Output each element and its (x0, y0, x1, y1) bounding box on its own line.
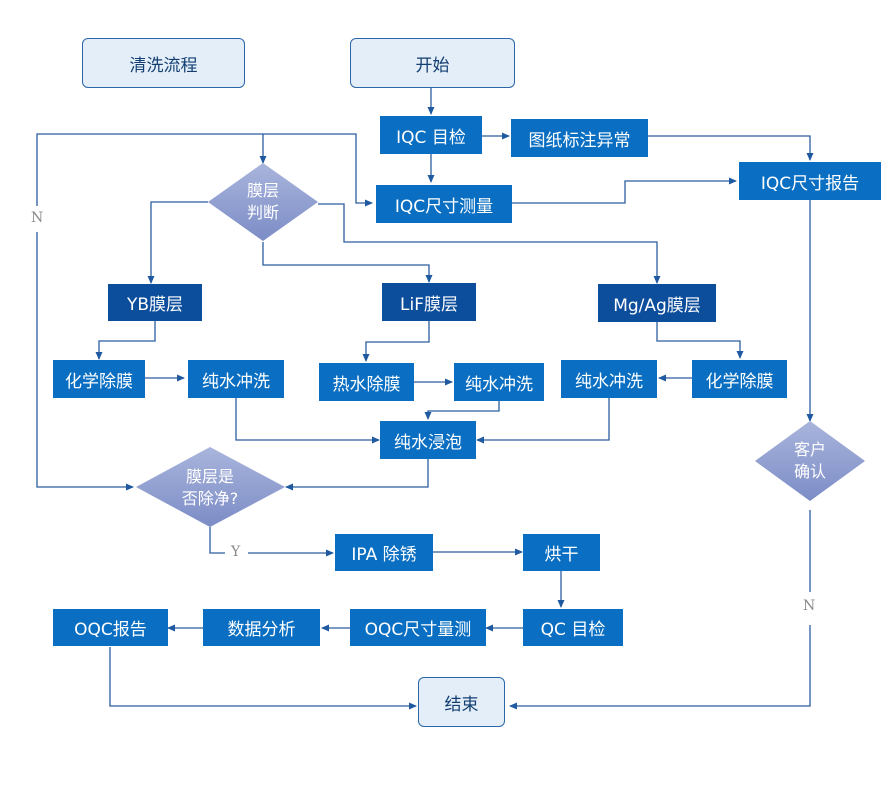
data-analysis[interactable]: 数据分析 (203, 609, 320, 646)
decision-customer-confirm[interactable] (755, 421, 865, 501)
customer-confirm-label: 客户 确认 (793, 440, 826, 481)
yb-water-rinse[interactable]: 纯水冲洗 (188, 360, 284, 398)
lif-film[interactable]: LiF膜层 (382, 283, 476, 321)
yb-chemical-strip[interactable]: 化学除膜 (53, 360, 145, 398)
edge-yb-chem (95, 321, 156, 360)
bake-dry[interactable]: 烘干 (523, 534, 600, 571)
iqc-measurement[interactable]: IQC尺寸测量 (376, 185, 512, 223)
edge-judge-mgag (318, 203, 661, 284)
start-node[interactable]: 开始 (350, 38, 515, 88)
clean-check-label: 膜层是 否除净? (181, 467, 239, 508)
edge-mgag-chem (656, 322, 744, 359)
iqc-report[interactable]: IQC尺寸报告 (739, 162, 881, 200)
decision-film-judge[interactable] (208, 163, 318, 241)
edge-clean-yes-ipa (209, 527, 333, 553)
edge-anomaly-report (648, 135, 814, 161)
edge-loop-top (36, 133, 373, 207)
clean-no-label: N (29, 210, 46, 226)
qc-visual-inspection[interactable]: QC 目检 (523, 609, 623, 646)
edge-judge-yb (147, 201, 208, 284)
edge-soak-check (285, 459, 429, 491)
mgag-chemical-strip[interactable]: 化学除膜 (692, 360, 787, 398)
lif-water-rinse[interactable]: 纯水冲洗 (454, 363, 544, 401)
edge-yb-rinse-soak (235, 398, 380, 444)
ipa-derust[interactable]: IPA 除锈 (335, 534, 433, 571)
film-judge-label: 膜层 判断 (246, 181, 279, 222)
clean-yes-label: Y (229, 544, 243, 560)
mgag-film[interactable]: Mg/Ag膜层 (598, 284, 716, 322)
drawing-anomaly[interactable]: 图纸标注异常 (511, 119, 648, 157)
diagram-title: 清洗流程 (82, 38, 245, 88)
edge-report-end (109, 647, 417, 710)
edge-clean-no-loop (36, 232, 134, 491)
mgag-water-rinse[interactable]: 纯水冲洗 (561, 360, 657, 398)
end-node[interactable]: 结束 (418, 677, 505, 727)
customer-no-label: N (801, 598, 818, 614)
yb-film[interactable]: YB膜层 (108, 284, 202, 321)
decision-clean-check[interactable] (136, 447, 285, 527)
edge-mgag-rinse-soak (476, 398, 610, 444)
lif-hot-water-strip[interactable]: 热水除膜 (319, 363, 414, 401)
oqc-report[interactable]: OQC报告 (53, 609, 168, 646)
edge-customer-no-end (510, 510, 811, 706)
edge-measure-report (512, 177, 737, 204)
edge-judge-lif (262, 242, 433, 283)
water-soak[interactable]: 纯水浸泡 (380, 421, 476, 459)
edge-lif-rinse-soak (424, 400, 500, 420)
iqc-visual-inspection[interactable]: IQC 目检 (380, 116, 482, 154)
oqc-measurement[interactable]: OQC尺寸量测 (350, 609, 486, 646)
edge-lif-hotwater (362, 321, 430, 362)
